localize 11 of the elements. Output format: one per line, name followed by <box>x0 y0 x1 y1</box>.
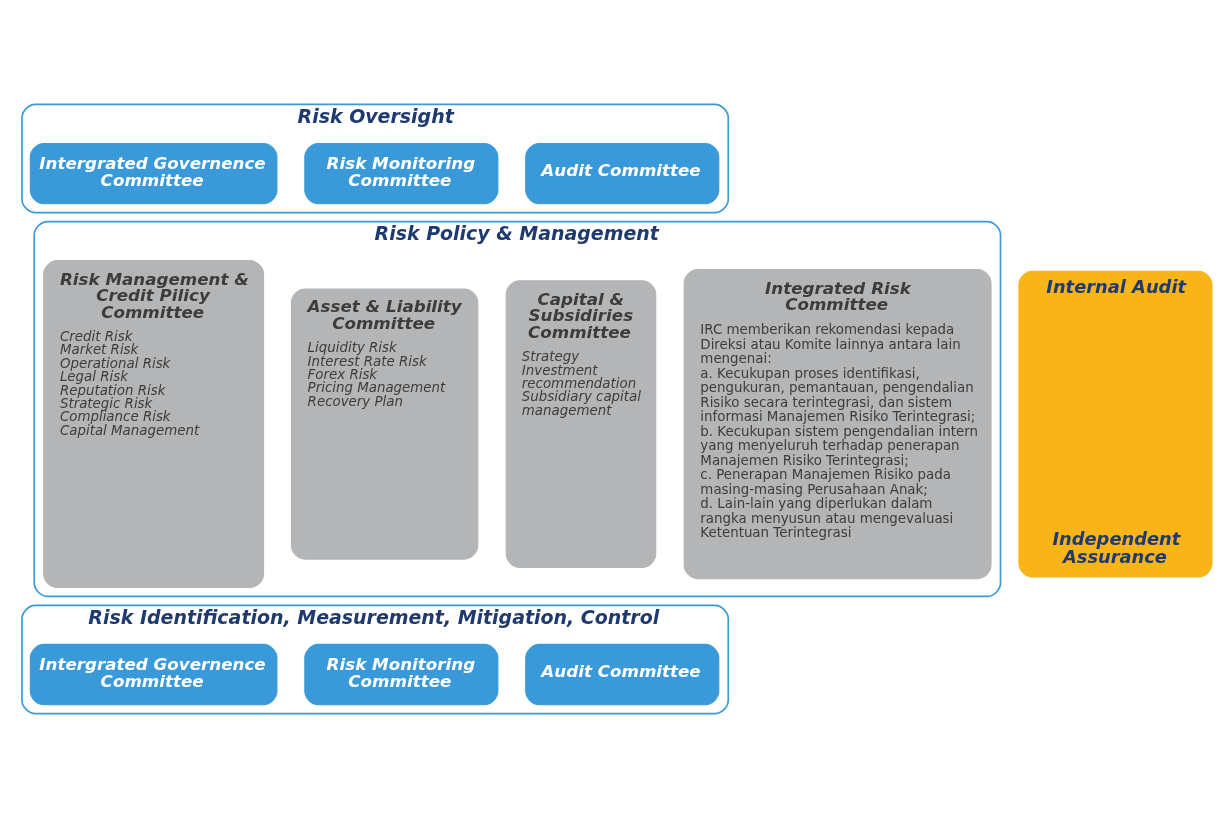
node-box: Capital & Subsidiries Committee Strategy Investment recommendation Subsidiary capital management <box>505 280 657 568</box>
node-box: Risk Monitoring Committee <box>304 142 499 205</box>
node-box: Risk Monitoring Committee <box>304 643 499 706</box>
node-box: Internal Audit Independent Assurance <box>1018 270 1213 578</box>
node-box: Intergrated Governence Committee <box>29 142 278 205</box>
node-box: Integrated Risk Committee IRC memberikan rekomendasi kepada Direksi atau Komite lainnya antara lain mengenai: a. Kecukupan proses identifikasi, pengukuran, pemantauan, pengendalian Risiko secara terintegrasi, dan sistem informasi Manajemen Risiko Terintegrasi; b. Kecukupan sistem pengendalian intern yang menyeluruh terhadap penerapan Manajemen Risiko Terintegrasi; c. Penerapan Manajemen Risiko pada masing-masing Perusahaan Anak; d. Lain-lain yang diperlukan dalam rangka menyusun atau mengevaluasi Ketentuan Terintegrasi <box>683 268 992 580</box>
node-box: Intergrated Governence Committee <box>29 643 278 706</box>
node-box: Risk Management & Credit Pilicy Committee Credit Risk Market Risk Operational Risk Legal Risk Reputation Risk Strategic Risk Compliance Risk Capital Management <box>43 260 265 589</box>
node-box: Asset & Liability Committee Liquidity Risk Interest Rate Risk Forex Risk Pricing Management Recovery Plan <box>290 288 479 560</box>
node-box: Audit Committee <box>525 643 720 706</box>
node-box: Audit Committee <box>525 142 720 205</box>
